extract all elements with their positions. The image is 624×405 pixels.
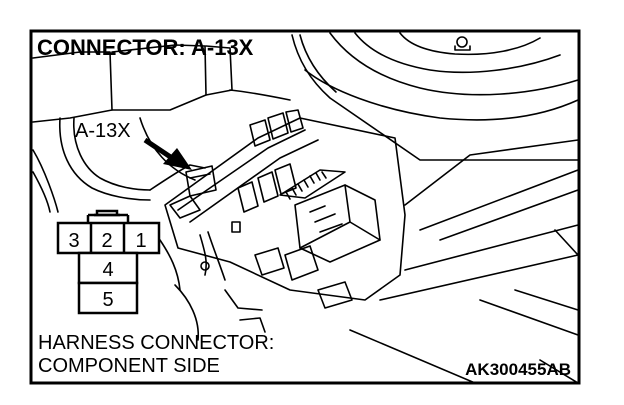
- body-panel-lines: [291, 34, 579, 384]
- relay-box-drawing: [159, 109, 406, 341]
- pin-4-label: 4: [102, 259, 113, 281]
- connector-pinout: [56, 209, 161, 315]
- strut-tower-drawing: [304, 32, 579, 121]
- pin-1-label: 1: [135, 230, 146, 252]
- left-bracket-drawing: [32, 44, 291, 213]
- pin-5-label: 5: [102, 289, 113, 311]
- caption-line-1: HARNESS CONNECTOR:: [38, 332, 274, 354]
- callout-label: A-13X: [75, 120, 131, 142]
- figure-code: AK300455AB: [465, 360, 571, 379]
- connector-title: CONNECTOR: A-13X: [37, 35, 254, 60]
- figure-frame: [29, 29, 581, 385]
- callout-arrow: [143, 137, 192, 170]
- caption-line-2: COMPONENT SIDE: [38, 355, 220, 377]
- pin-2-label: 2: [101, 230, 112, 252]
- pin-3-label: 3: [68, 230, 79, 252]
- engine-bay-illustration: [32, 32, 579, 384]
